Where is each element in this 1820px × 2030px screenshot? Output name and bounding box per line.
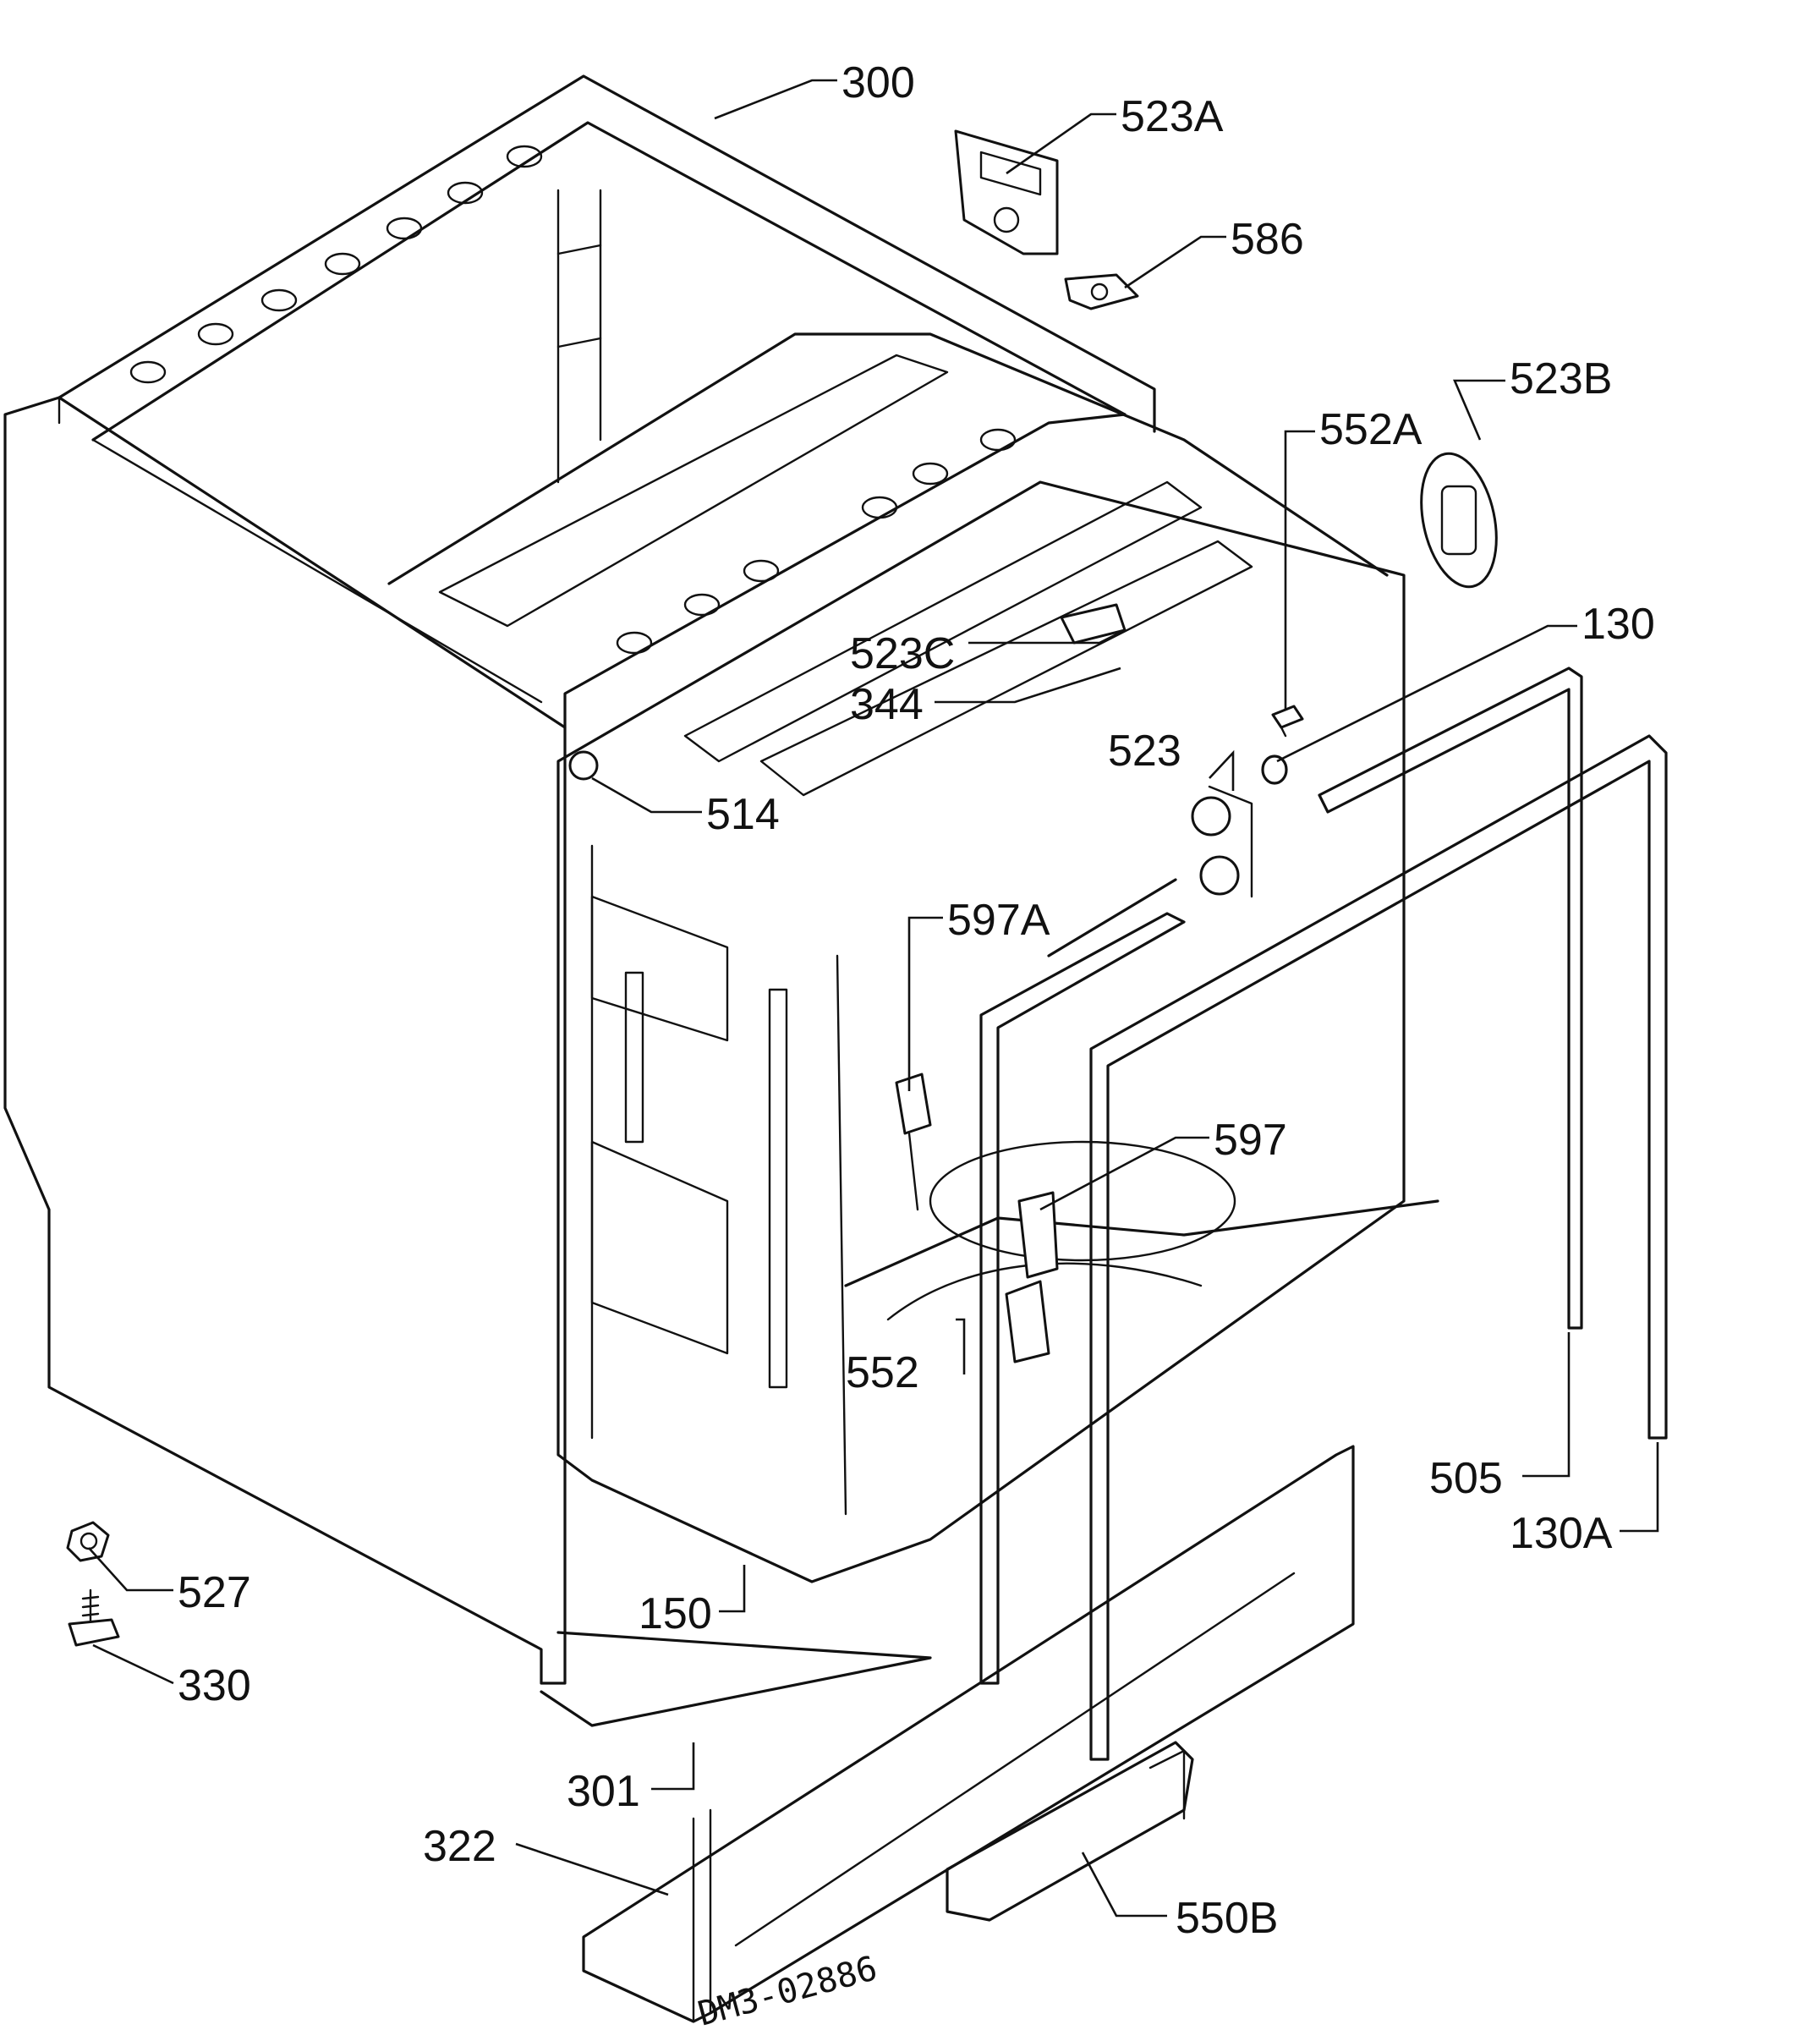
kickplate-322 bbox=[582, 1445, 1355, 2023]
part-586 bbox=[1064, 273, 1139, 310]
label-322: 322 bbox=[423, 1822, 496, 1871]
label-527: 527 bbox=[178, 1568, 251, 1617]
label-505: 505 bbox=[1429, 1454, 1503, 1503]
label-130A: 130A bbox=[1510, 1509, 1613, 1558]
tub bbox=[387, 332, 1439, 1583]
gasket-130A bbox=[1089, 734, 1668, 1761]
leader-lines bbox=[88, 79, 1659, 1918]
label-344: 344 bbox=[850, 680, 924, 729]
label-523C: 523C bbox=[850, 629, 955, 678]
label-523: 523 bbox=[1108, 727, 1181, 776]
part-552 bbox=[1005, 1280, 1050, 1363]
label-552A: 552A bbox=[1319, 405, 1423, 454]
part-130-ring bbox=[1261, 754, 1288, 785]
part-597A bbox=[895, 1073, 932, 1211]
front-rail-holes bbox=[616, 428, 1017, 655]
part-330-foot bbox=[68, 1588, 120, 1647]
part-550B bbox=[946, 1741, 1194, 1922]
rod-552A-strip bbox=[1047, 878, 1177, 957]
label-552: 552 bbox=[846, 1348, 919, 1397]
part-523 bbox=[1191, 785, 1253, 898]
label-550B: 550B bbox=[1176, 1894, 1278, 1943]
label-300: 300 bbox=[841, 58, 915, 107]
label-586: 586 bbox=[1231, 215, 1304, 264]
label-523B: 523B bbox=[1510, 354, 1612, 403]
callout-labels: 300 523A 586 523B 552A 130 523C 344 523 … bbox=[178, 58, 1655, 1943]
part-527-nut bbox=[66, 1521, 110, 1562]
base-301 bbox=[540, 1631, 932, 1727]
gasket-505 bbox=[1318, 667, 1583, 1330]
rail-holes bbox=[129, 145, 543, 384]
part-597 bbox=[1017, 1191, 1059, 1279]
label-597: 597 bbox=[1214, 1116, 1287, 1165]
part-552A bbox=[1271, 705, 1304, 738]
label-597A: 597A bbox=[947, 896, 1050, 945]
label-130: 130 bbox=[1582, 600, 1655, 649]
cabinet-frame bbox=[3, 74, 1156, 1685]
part-514 bbox=[568, 750, 599, 781]
label-330: 330 bbox=[178, 1661, 251, 1710]
drawing-code: DM3-02886 bbox=[694, 1949, 881, 2030]
label-150: 150 bbox=[639, 1589, 712, 1638]
label-523A: 523A bbox=[1121, 92, 1224, 141]
label-514: 514 bbox=[706, 790, 780, 839]
label-301: 301 bbox=[567, 1767, 640, 1816]
part-523B bbox=[1420, 452, 1498, 589]
